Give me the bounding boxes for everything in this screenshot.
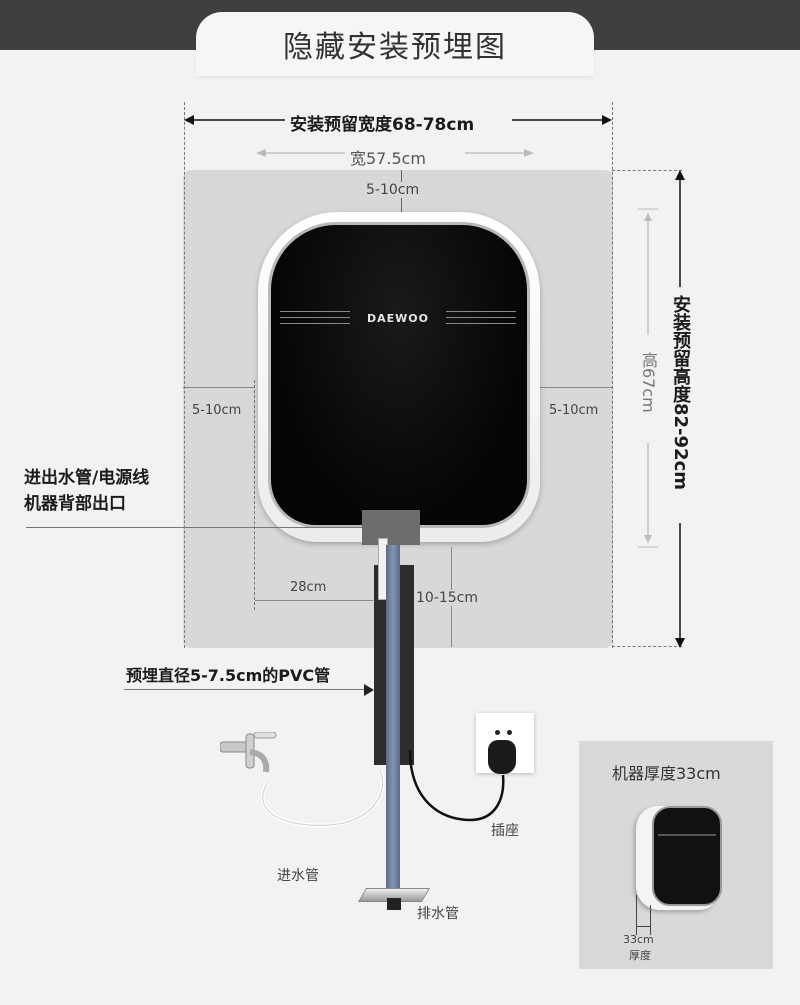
- title-banner: 隐藏安装预埋图: [196, 12, 594, 76]
- pvc-callout: 预埋直径5-7.5cm的PVC管: [126, 666, 331, 685]
- pvc-pointer-arrow-icon: [364, 684, 374, 696]
- thickness-dim-line: [650, 905, 651, 935]
- thickness-label: 厚度: [629, 949, 651, 962]
- drain-neck: [387, 898, 401, 910]
- install-height-label: 安装预留高度82-92cm: [670, 295, 691, 490]
- page-title: 隐藏安装预埋图: [283, 30, 507, 65]
- thickness-value: 33cm: [623, 933, 654, 946]
- install-width-label: 安装预留宽度68-78cm: [290, 115, 475, 135]
- height-arrows: [638, 170, 685, 648]
- bottom-gap-label: 10-15cm: [416, 590, 479, 606]
- top-gap-label: 5-10cm: [366, 182, 420, 198]
- outlet-callout-line1: 进出水管/电源线: [24, 468, 150, 488]
- left-boundary-line: [184, 102, 185, 648]
- drain-pipe-label: 排水管: [417, 906, 459, 922]
- outlet-offset-label: 28cm: [290, 580, 327, 595]
- outlet-offset-line: [255, 600, 373, 601]
- mini-heater-front: [652, 806, 722, 906]
- thickness-dim-line: [636, 895, 637, 935]
- outlet-callout: 进出水管/电源线 机器背部出口: [24, 465, 149, 517]
- drain-pipe: [386, 545, 400, 890]
- trim-line: [446, 323, 516, 324]
- mini-trim: [658, 834, 716, 836]
- outlet-pointer-line: [26, 527, 371, 528]
- socket-label: 插座: [491, 823, 519, 839]
- inlet-pipe-label: 进水管: [277, 868, 319, 884]
- pvc-pointer-line: [124, 689, 370, 690]
- machine-height-label: 高67cm: [639, 352, 658, 413]
- trim-line: [280, 323, 350, 324]
- right-gap-label: 5-10cm: [549, 403, 599, 418]
- top-boundary-line: [612, 170, 682, 171]
- socket-hole: [495, 730, 500, 735]
- trim-line: [280, 311, 350, 312]
- left-gap-line: [183, 387, 255, 388]
- left-gap-label: 5-10cm: [192, 403, 242, 418]
- brand-logo: DAEWOO: [367, 312, 429, 325]
- bottom-boundary-line: [612, 646, 682, 647]
- right-gap-line: [540, 387, 612, 388]
- machine-left-edge-line: [254, 380, 255, 610]
- rear-outlet-box: [362, 510, 420, 545]
- outlet-callout-line2: 机器背部出口: [24, 494, 126, 514]
- right-boundary-line: [612, 102, 613, 648]
- socket-hole: [507, 730, 512, 735]
- trim-line: [446, 311, 516, 312]
- width-arrows: [184, 115, 612, 157]
- thickness-dim-line: [636, 926, 650, 927]
- hoses-and-cable: [260, 749, 505, 828]
- power-plug-icon: [488, 740, 516, 774]
- machine-width-label: 宽57.5cm: [350, 149, 427, 168]
- water-heater-front-panel: [268, 222, 530, 528]
- faucet-icon: [220, 732, 277, 773]
- trim-line: [446, 317, 516, 318]
- thickness-title: 机器厚度33cm: [612, 764, 721, 783]
- trim-line: [280, 317, 350, 318]
